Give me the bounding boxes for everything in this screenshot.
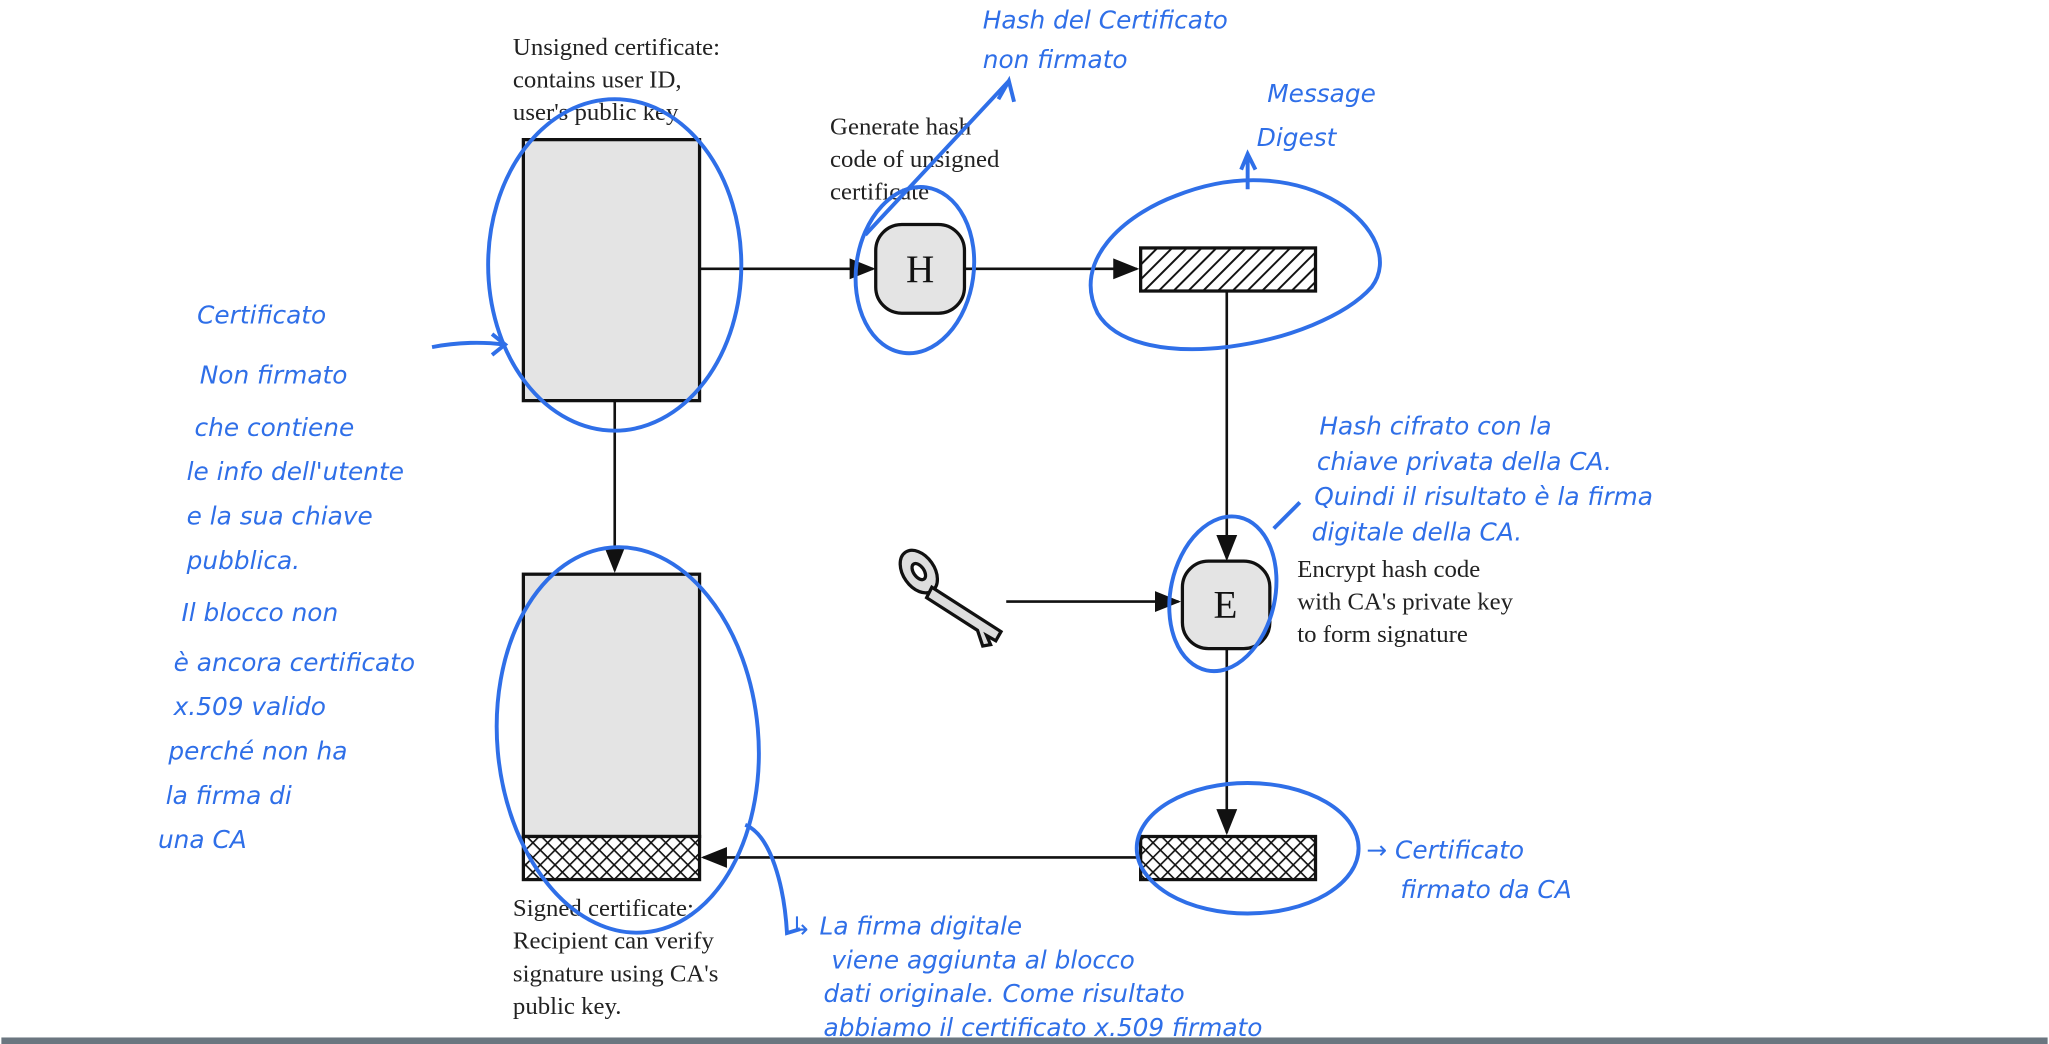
note-line: dati originale. Come risultato — [824, 979, 1185, 1008]
note-line: chiave privata della CA. — [1317, 447, 1612, 476]
signed-certificate-block — [521, 572, 702, 839]
label-line: code of unsigned — [830, 146, 1000, 173]
signed-certificate-label: Signed certificate: Recipient can verify… — [513, 895, 718, 1020]
label-line: Unsigned certificate: — [513, 34, 720, 61]
generate-hash-label: Generate hash code of unsigned certifica… — [830, 113, 1000, 205]
circle-signature — [1134, 781, 1361, 916]
bottom-edge-divider — [1, 1037, 2048, 1044]
signature-block — [1139, 834, 1318, 882]
unsigned-certificate-label: Unsigned certificate: contains user ID, … — [513, 34, 720, 126]
note-line: Message — [1267, 79, 1376, 108]
label-line: public key. — [513, 993, 622, 1020]
note-line: la firma di — [166, 781, 292, 810]
unsigned-certificate-block — [521, 138, 702, 403]
encrypt-note: Hash cifrato con la chiave privata della… — [1312, 412, 1653, 547]
note-line: viene aggiunta al blocco — [831, 945, 1135, 974]
label-line: to form signature — [1297, 621, 1468, 648]
label-line: contains user ID, — [513, 66, 682, 93]
label-line: Encrypt hash code — [1297, 556, 1480, 583]
circle-signed — [494, 545, 761, 935]
note-line: perché non ha — [167, 737, 347, 766]
note-line: Digest — [1257, 123, 1338, 152]
encrypt-label: Encrypt hash code with CA's private key … — [1297, 556, 1513, 648]
hash-function-letter: H — [906, 248, 934, 291]
circle-unsigned — [486, 97, 744, 433]
note-line: che contiene — [195, 413, 355, 442]
private-key-icon — [898, 548, 1004, 648]
note-line: Quindi il risultato è la firma — [1314, 482, 1653, 511]
bottom-note: ↳ La firma digitale viene aggiunta al bl… — [791, 911, 1263, 1042]
note-line: digitale della CA. — [1312, 517, 1523, 546]
label-line: Generate hash — [830, 113, 972, 140]
note-line: le info dell'utente — [187, 457, 404, 486]
note-line: ↳ La firma digitale — [791, 911, 1022, 940]
signed-note: → Certificato firmato da CA — [1366, 836, 1571, 904]
arrow-bottom-note — [744, 822, 801, 936]
arrow-digest-note — [1239, 149, 1258, 190]
circle-digest — [1088, 178, 1382, 352]
circle-encrypt — [1167, 514, 1279, 674]
note-line: è ancora certificato — [174, 648, 415, 677]
note-line: Certificato — [197, 301, 326, 330]
arrow-hash-note — [863, 75, 1016, 237]
label-line: user's public key — [513, 99, 679, 126]
digest-note: Message Digest — [1257, 79, 1376, 152]
hash-note: Hash del Certificato non firmato — [983, 6, 1228, 74]
note-line: pubblica. — [186, 546, 300, 575]
note-line: Hash cifrato con la — [1319, 412, 1551, 441]
circle-hash — [853, 185, 977, 356]
note-line: Hash del Certificato — [983, 6, 1228, 35]
note-line: firmato da CA — [1400, 875, 1571, 904]
note-line: non firmato — [983, 45, 1128, 74]
note-line: x.509 valido — [173, 692, 326, 721]
note-line: e la sua chiave — [187, 502, 373, 531]
note-line: Non firmato — [200, 361, 348, 390]
label-line: signature using CA's — [513, 960, 718, 987]
signed-certificate-signature — [521, 834, 702, 882]
label-line: Signed certificate: — [513, 895, 694, 922]
label-line: with CA's private key — [1297, 588, 1513, 615]
encrypt-function-letter: E — [1214, 583, 1238, 626]
note-line: Il blocco non — [181, 598, 338, 627]
ink-markings — [431, 75, 1382, 936]
arrow-left-note — [431, 332, 509, 357]
left-note: Certificato Non firmato che contiene le … — [158, 301, 415, 855]
arrow-encrypt-note — [1272, 501, 1302, 530]
note-line: una CA — [158, 825, 247, 854]
hash-digest-block — [1139, 246, 1318, 293]
note-line: → Certificato — [1366, 836, 1524, 865]
note-line: abbiamo il certificato x.509 firmato — [824, 1013, 1263, 1042]
label-line: Recipient can verify — [513, 928, 715, 955]
